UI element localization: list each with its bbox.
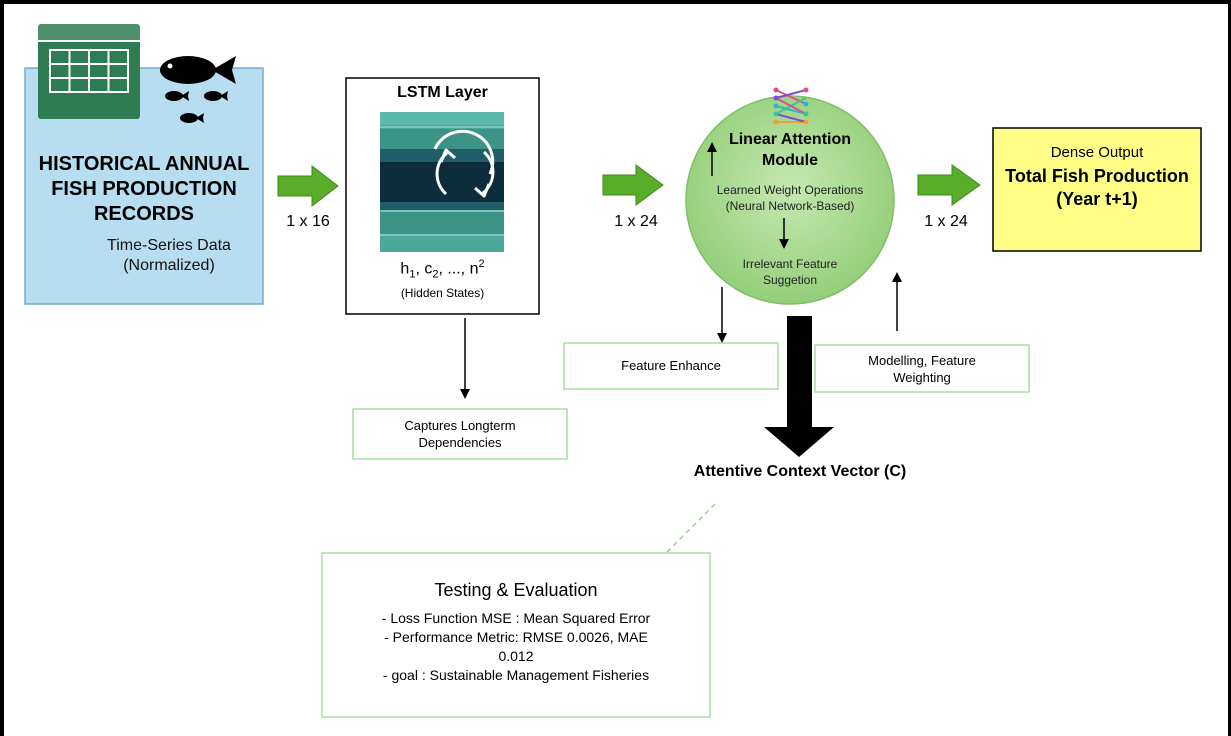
evaluation-line: - Performance Metric: RMSE 0.0026, MAE <box>384 629 648 645</box>
lstm-state-caption: (Hidden States) <box>400 286 485 300</box>
input-title-line: HISTORICAL ANNUAL <box>38 153 250 175</box>
fish-icon <box>180 113 204 123</box>
state-sup: 2 <box>478 258 485 270</box>
fish-icon <box>204 91 228 101</box>
state-h: h <box>400 260 410 278</box>
longterm-note-box <box>352 408 568 460</box>
state-sub-2: 2 <box>432 268 439 281</box>
evaluation-line: - Loss Function MSE : Mean Squared Error <box>381 610 651 626</box>
attention-suggestion-line: Irrelevant Feature <box>742 257 838 271</box>
context-vector-label: Attentive Context Vector (C) <box>693 463 907 480</box>
fish-icon <box>160 56 236 84</box>
lstm-title: LSTM Layer <box>397 84 488 101</box>
lstm-state-formula: h1, c2, ..., n2 <box>346 258 539 281</box>
input-subtitle-line: (Normalized) <box>123 257 215 274</box>
dim-label-attention-output: 1 x 24 <box>924 213 968 230</box>
weighting-note-line: Weighting <box>893 370 951 385</box>
attention-title-line: Module <box>762 152 818 169</box>
enhance-note: Feature Enhance <box>621 358 721 373</box>
evaluation-title: Testing & Evaluation <box>434 580 598 600</box>
evaluation-connector <box>665 503 716 554</box>
attention-title: Linear Attention Module <box>700 129 880 171</box>
lstm-cell-visual <box>380 112 504 252</box>
output-title-line: (Year t+1) <box>1056 189 1138 209</box>
dim-label-input-lstm: 1 x 16 <box>286 213 330 230</box>
weighting-note-box <box>814 344 1030 393</box>
attention-ops-line: (Neural Network-Based) <box>725 199 855 213</box>
enhance-note-box <box>563 342 779 390</box>
longterm-note: Captures Longterm Dependencies <box>353 417 567 451</box>
state-n: , ..., n <box>438 260 479 278</box>
input-title: HISTORICAL ANNUAL FISH PRODUCTION RECORD… <box>25 152 263 227</box>
evaluation-line: 0.012 <box>498 648 534 664</box>
dim-label-lstm-attention: 1 x 24 <box>614 213 658 230</box>
attention-ops: Learned Weight Operations (Neural Networ… <box>700 182 880 214</box>
arrow-lstm-to-attention <box>602 164 664 206</box>
evaluation-line: - goal : Sustainable Management Fisherie… <box>382 667 650 683</box>
arrow-to-context-vector <box>764 316 834 457</box>
spreadsheet-icon <box>38 24 140 119</box>
input-title-line: FISH PRODUCTION <box>51 178 237 200</box>
output-label: Dense Output <box>1050 144 1144 161</box>
attention-suggestion-line: Suggetion <box>762 273 818 287</box>
arrow-attention-to-output <box>917 164 981 206</box>
state-sub-1: 1 <box>409 268 416 281</box>
evaluation-box <box>321 552 711 718</box>
output-box <box>992 127 1202 252</box>
input-subtitle-line: Time-Series Data <box>107 237 231 254</box>
recurrent-cycle-icon <box>433 129 495 198</box>
longterm-note-line: Dependencies <box>418 435 502 450</box>
attention-suggestion: Irrelevant Feature Suggetion <box>700 256 880 288</box>
attention-title-line: Linear Attention <box>728 131 852 148</box>
output-title-line: Total Fish Production <box>1005 166 1189 186</box>
input-title-line: RECORDS <box>93 203 194 225</box>
fish-school-icon <box>160 56 236 123</box>
longterm-note-line: Captures Longterm <box>404 418 516 433</box>
attention-ops-line: Learned Weight Operations <box>716 183 864 197</box>
state-c: , c <box>415 260 433 278</box>
evaluation-lines: - Loss Function MSE : Mean Squared Error… <box>322 609 710 685</box>
output-title: Total Fish Production (Year t+1) <box>985 165 1209 211</box>
weighting-note-line: Modelling, Feature <box>868 353 976 368</box>
neural-network-icon <box>773 87 809 125</box>
weighting-note: Modelling, Feature Weighting <box>815 352 1029 386</box>
fish-icon <box>165 91 189 101</box>
arrow-input-to-lstm <box>277 164 339 208</box>
input-subtitle: Time-Series Data (Normalized) <box>50 236 288 276</box>
